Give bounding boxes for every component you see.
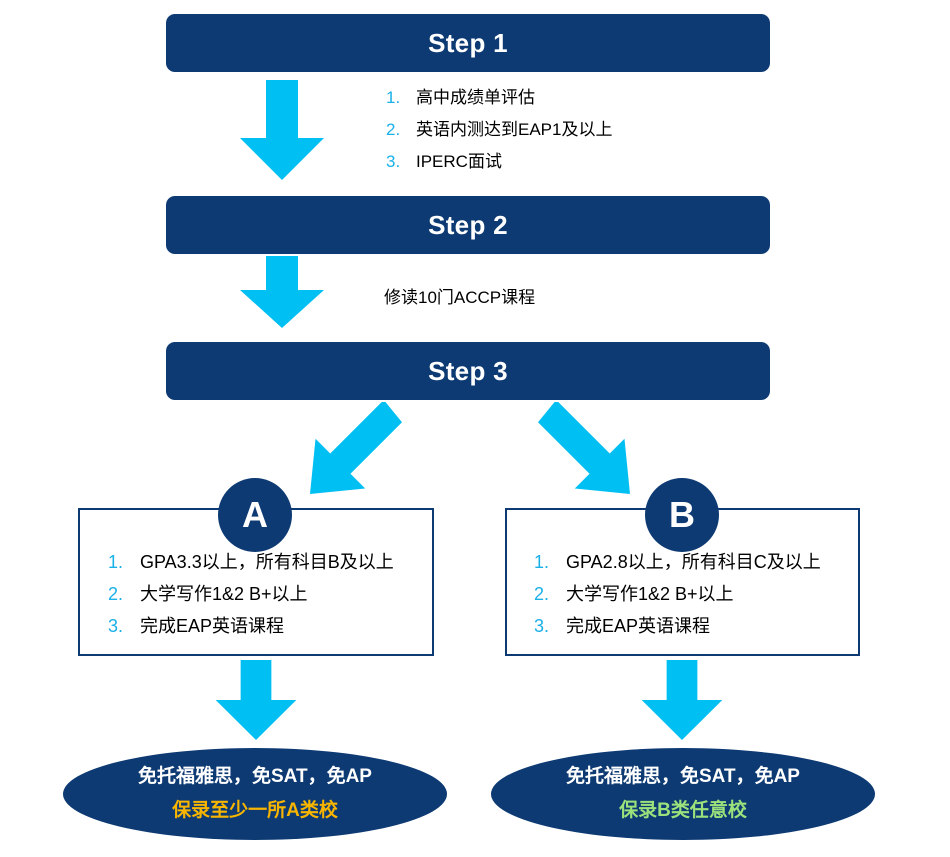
list-item: 3. 完成EAP英语课程 [534,610,821,642]
step-1-label: Step 1 [428,27,508,58]
list-number: 2. [534,584,550,604]
list-number: 3. [386,152,401,171]
path-b-badge: B [645,478,719,552]
list-number: 1. [108,552,124,572]
outcome-exemption-text: 免托福雅思，免SAT，免AP [138,766,372,787]
list-text: GPA2.8以上，所有科目C及以上 [566,552,821,572]
path-a-badge: A [218,478,292,552]
diagonal-down-left-arrow-icon [310,402,402,494]
list-number: 2. [386,120,401,139]
path-b-outcome: 免托福雅思，免SAT，免AP 保录B类任意校 [491,748,875,840]
down-arrow-icon [240,80,324,180]
down-arrow-icon [240,256,324,328]
step-1-bar: Step 1 [166,14,770,72]
list-item: 1. 高中成绩单评估 [386,82,612,114]
list-item: 3. IPERC面试 [386,146,612,178]
list-text: GPA3.3以上，所有科目B及以上 [140,552,394,572]
path-a-requirements: 1. GPA3.3以上，所有科目B及以上 2. 大学写作1&2 B+以上 3. … [108,546,394,642]
step-3-label: Step 3 [428,355,508,386]
step-2-bar: Step 2 [166,196,770,254]
list-text: 英语内测达到EAP1及以上 [416,120,613,139]
down-arrow-icon [641,660,723,740]
outcome-exemption-text: 免托福雅思，免SAT，免AP [566,766,800,787]
outcome-guarantee-text: 保录B类任意校 [619,800,747,821]
list-number: 1. [534,552,550,572]
list-text: 高中成绩单评估 [416,88,535,107]
path-b-requirements: 1. GPA2.8以上，所有科目C及以上 2. 大学写作1&2 B+以上 3. … [534,546,821,642]
diagonal-down-right-arrow-icon [538,402,630,494]
list-number: 2. [108,584,124,604]
list-item: 1. GPA3.3以上，所有科目B及以上 [108,546,394,578]
path-a-badge-label: A [242,494,268,535]
list-text: 完成EAP英语课程 [140,616,285,636]
list-number: 3. [534,616,550,636]
list-item: 3. 完成EAP英语课程 [108,610,394,642]
list-item: 2. 英语内测达到EAP1及以上 [386,114,612,146]
step-3-bar: Step 3 [166,342,770,400]
list-text: 大学写作1&2 B+以上 [140,584,308,604]
step-1-requirements: 1. 高中成绩单评估 2. 英语内测达到EAP1及以上 3. IPERC面试 [386,82,612,178]
down-arrow-icon [215,660,297,740]
outcome-guarantee-text: 保录至少一所A类校 [172,800,338,821]
list-item: 2. 大学写作1&2 B+以上 [108,578,394,610]
list-text: IPERC面试 [416,152,502,171]
step-2-label: Step 2 [428,209,508,240]
path-a-outcome: 免托福雅思，免SAT，免AP 保录至少一所A类校 [63,748,447,840]
list-number: 3. [108,616,124,636]
list-text: 大学写作1&2 B+以上 [566,584,734,604]
list-text: 完成EAP英语课程 [566,616,711,636]
list-item: 1. GPA2.8以上，所有科目C及以上 [534,546,821,578]
path-b-badge-label: B [669,494,695,535]
step-2-description: 修读10门ACCP课程 [384,288,536,307]
list-number: 1. [386,88,401,107]
list-item: 2. 大学写作1&2 B+以上 [534,578,821,610]
